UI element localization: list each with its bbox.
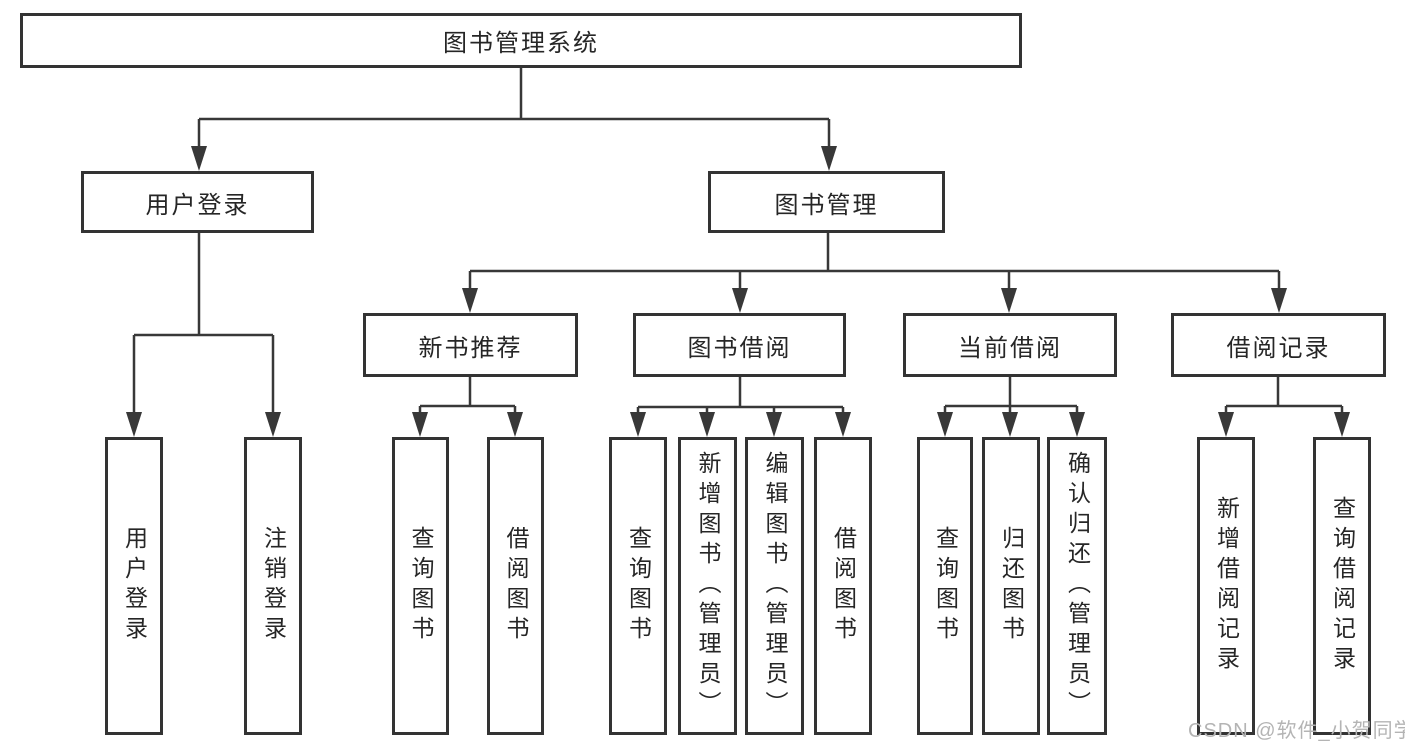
node-root: 图书管理系统 [20, 13, 1022, 68]
node-book-management: 图书管理 [708, 171, 945, 233]
leaf-recommend-borrow-books: 借阅图书 [487, 437, 544, 735]
leaf-recommend-query-books: 查询图书 [392, 437, 449, 735]
node-current-borrow: 当前借阅 [903, 313, 1117, 377]
leaf-records-query-record: 查询借阅记录 [1313, 437, 1371, 735]
leaf-user-login: 用户登录 [105, 437, 163, 735]
node-new-book-recommend: 新书推荐 [363, 313, 578, 377]
leaf-borrow-borrow-books: 借阅图书 [814, 437, 872, 735]
leaf-current-confirm-return-admin: 确认归还（管理员） [1047, 437, 1107, 735]
leaf-borrow-query-books: 查询图书 [609, 437, 667, 735]
leaf-current-return-books: 归还图书 [982, 437, 1040, 735]
csdn-watermark: CSDN @软件_小贺同学 [1188, 720, 1405, 742]
node-borrow-records: 借阅记录 [1171, 313, 1386, 377]
leaf-borrow-add-books-admin: 新增图书（管理员） [678, 437, 737, 735]
node-book-borrow: 图书借阅 [633, 313, 846, 377]
leaf-borrow-edit-books-admin: 编辑图书（管理员） [745, 437, 804, 735]
leaf-logout: 注销登录 [244, 437, 302, 735]
leaf-current-query-books: 查询图书 [917, 437, 973, 735]
node-user-login: 用户登录 [81, 171, 314, 233]
leaf-records-add-record: 新增借阅记录 [1197, 437, 1255, 735]
